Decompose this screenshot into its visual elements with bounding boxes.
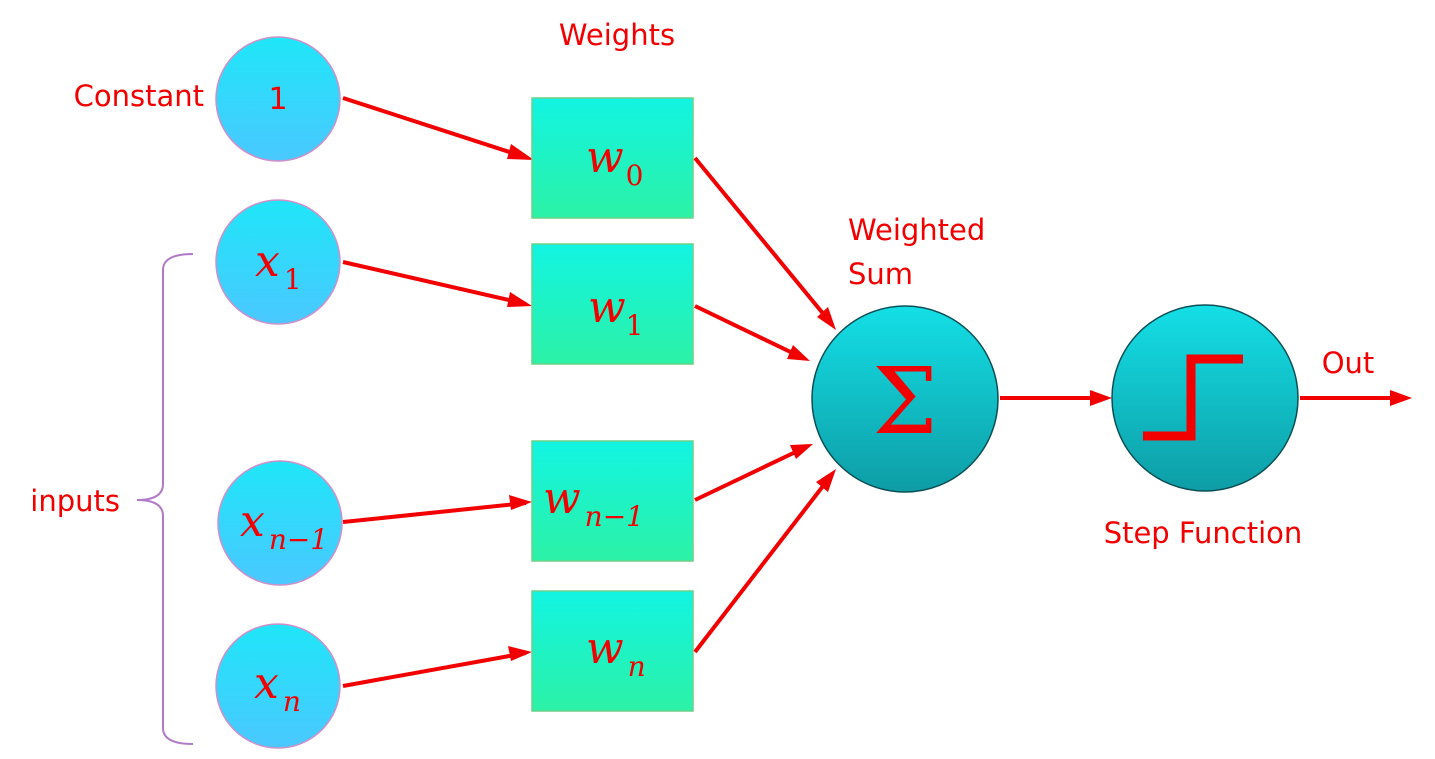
input-xn-symbol: x	[254, 658, 279, 709]
arrowhead-sum-3	[790, 444, 813, 459]
inputs-label: inputs	[30, 484, 120, 518]
weight-w0-symbol: w	[586, 132, 624, 183]
input-xn1-symbol: x	[240, 496, 265, 547]
arrowhead-wn1	[509, 495, 532, 510]
weight-box-w1: w1	[531, 243, 694, 365]
arrowhead-out	[1390, 390, 1412, 406]
arrowhead-wn	[508, 646, 532, 661]
svg-text:wn−1: wn−1	[543, 473, 644, 533]
step-function-node	[1111, 304, 1299, 492]
svg-text:xn−1: xn−1	[240, 496, 328, 556]
svg-text:x1: x1	[255, 236, 302, 296]
arrow-wn1-to-sum	[694, 445, 807, 502]
weight-wn-subscript: n	[628, 650, 646, 683]
svg-text:w0: w0	[586, 132, 644, 192]
input-constant-value: 1	[268, 82, 287, 117]
weight-wn1-subscript: n−1	[585, 500, 644, 533]
weight-w1-subscript: 1	[626, 309, 644, 342]
weight-wn-symbol: w	[586, 623, 624, 674]
arrow-w0-to-sum	[693, 156, 832, 324]
weighted-sum-label-line2: Sum	[848, 257, 913, 291]
svg-text:w1: w1	[588, 282, 644, 342]
svg-text:wn: wn	[586, 623, 646, 683]
weighted-sum-label-line1: Weighted	[848, 213, 985, 247]
weight-w0-subscript: 0	[626, 159, 644, 192]
out-label: Out	[1322, 346, 1375, 380]
arrowhead-w0	[507, 144, 534, 160]
input-xn-subscript: n	[283, 685, 301, 718]
inputs-brace	[136, 253, 194, 745]
arrowhead-sum-4	[816, 469, 836, 492]
step-function-icon	[1143, 354, 1243, 441]
arrow-wn-to-sum	[693, 475, 832, 654]
weights-label: Weights	[559, 18, 675, 52]
arrow-xn-to-wn	[342, 651, 527, 688]
input-node-constant: 1	[215, 36, 341, 162]
arrowhead-step	[1090, 390, 1112, 406]
svg-text:xn: xn	[254, 658, 301, 718]
arrowhead-sum-1	[817, 307, 836, 330]
weight-box-w0: w0	[531, 97, 694, 219]
arrow-w1-to-sum	[694, 304, 804, 360]
arrow-constant-to-w0	[342, 96, 529, 160]
input-x1-subscript: 1	[284, 263, 302, 296]
weight-sum-arrows	[693, 156, 836, 654]
summation-symbol: Σ	[872, 348, 937, 455]
summation-node: Σ	[811, 305, 999, 493]
arrowhead-w1	[507, 292, 532, 307]
input-weight-arrows	[342, 96, 534, 688]
input-xn1-subscript: n−1	[269, 523, 328, 556]
step-function-label: Step Function	[1104, 516, 1303, 550]
output-arrows	[1000, 390, 1412, 406]
weight-wn1-symbol: w	[543, 473, 581, 524]
input-x1-symbol: x	[255, 236, 280, 287]
weight-w1-symbol: w	[588, 282, 626, 333]
constant-label: Constant	[74, 79, 204, 113]
arrowhead-sum-2	[787, 345, 810, 361]
arrow-x1-to-w1	[342, 260, 527, 306]
arrow-xn1-to-wn1	[342, 501, 527, 524]
